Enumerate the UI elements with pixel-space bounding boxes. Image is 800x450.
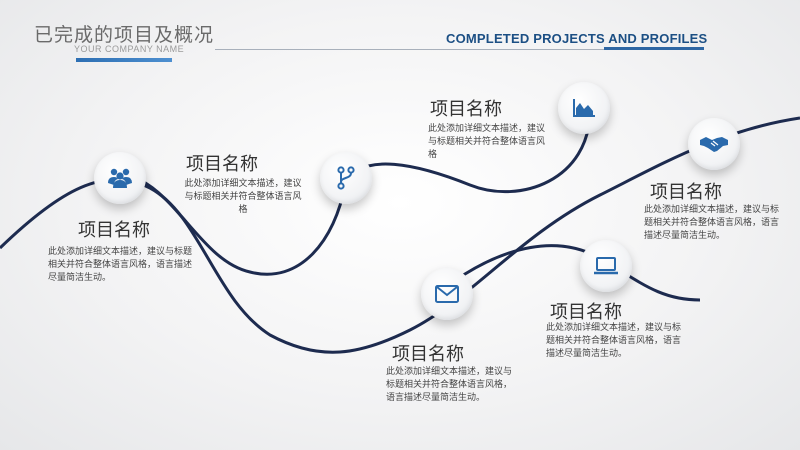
item-title-5: 项目名称 [550,302,622,323]
item-title-6: 项目名称 [650,182,722,203]
node-team [94,152,146,204]
header-divider [215,49,702,50]
chart-icon [573,99,595,117]
laptop-icon [594,257,618,275]
item-desc-1: 此处添加详细文本描述，建议与标题相关并符合整体语言风格，语言描述尽量简洁生动。 [48,247,193,283]
item-desc-3: 此处添加详细文本描述，建议与标题相关并符合整体语言风格 [428,124,546,160]
page-title: 已完成的项目及概况 [34,24,215,46]
item-desc-4: 此处添加详细文本描述，建议与标题相关并符合整体语言风格，语言描述尽量简洁生动。 [386,367,513,403]
handshake-icon [700,137,728,152]
item-title-4: 项目名称 [392,344,464,365]
company-underline [76,58,172,62]
header-divider-accent [604,47,704,50]
page-subtitle-en: COMPLETED PROJECTS AND PROFILES [446,31,708,46]
company-name: YOUR COMPANY NAME [74,44,185,54]
branch-icon [337,166,355,190]
item-title-3: 项目名称 [430,99,502,120]
node-handshake [688,118,740,170]
item-desc-6: 此处添加详细文本描述，建议与标题相关并符合整体语言风格，语言描述尽量简洁生动。 [644,205,780,241]
item-desc-2: 此处添加详细文本描述，建议与标题相关并符合整体语言风格 [184,179,302,215]
node-branch [320,152,372,204]
node-laptop [580,240,632,292]
team-icon [108,168,132,188]
item-desc-5: 此处添加详细文本描述，建议与标题相关并符合整体语言风格，语言描述尽量简洁生动。 [546,323,682,359]
item-title-2: 项目名称 [186,154,258,175]
mail-icon [435,285,459,303]
item-title-1: 项目名称 [78,220,150,241]
node-chart [558,82,610,134]
node-mail [421,268,473,320]
